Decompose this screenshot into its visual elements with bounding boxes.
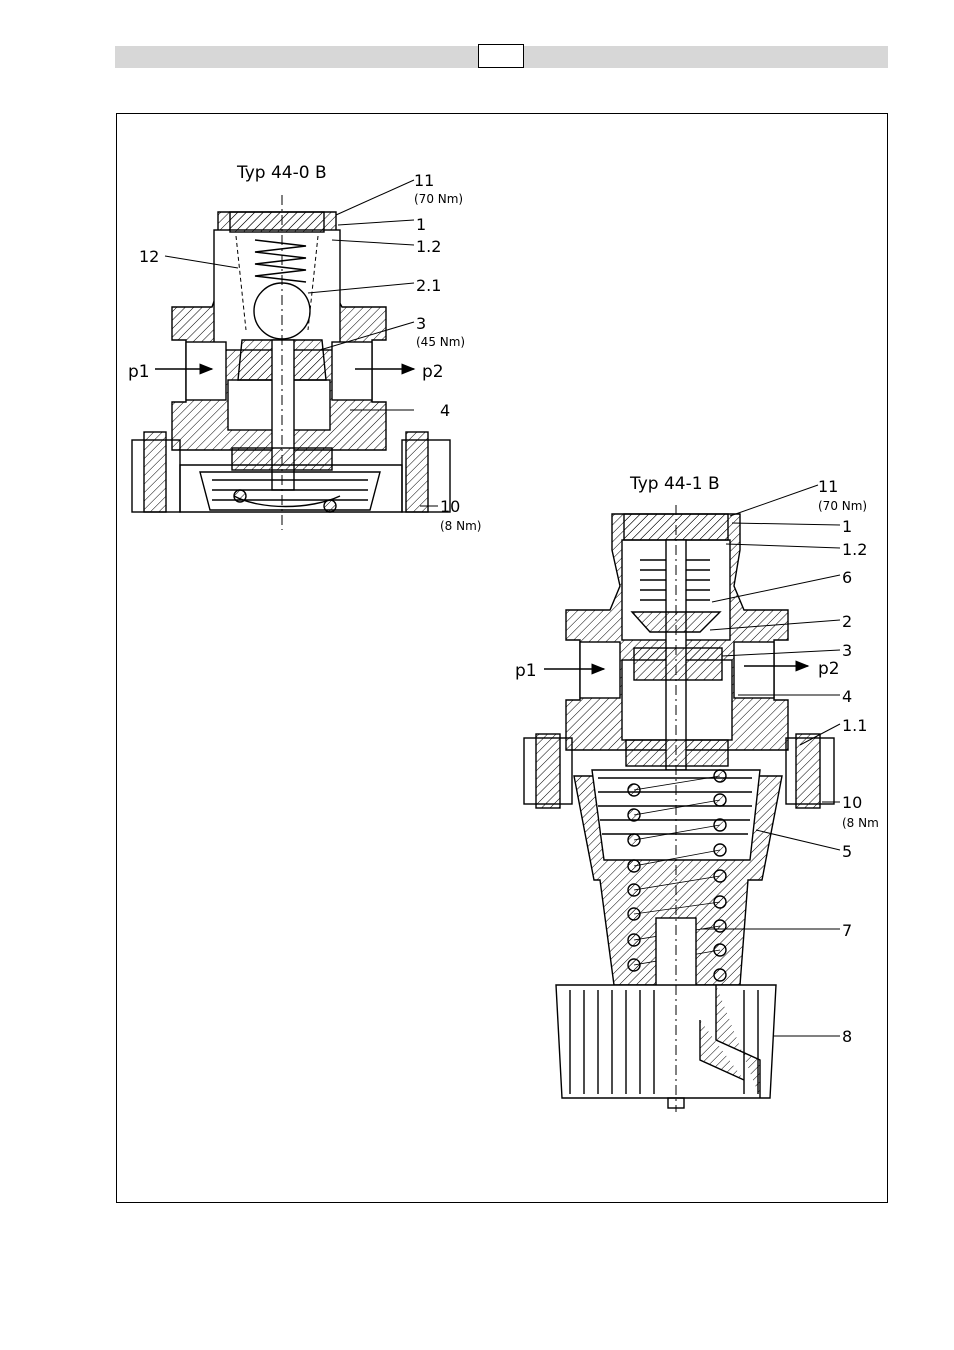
callout-3-torque-a: (45 Nm) xyxy=(416,335,465,349)
callout-1-1-b: 1.1 xyxy=(842,716,867,735)
callout-1-a: 1 xyxy=(416,215,426,234)
callout-11-b: 11 xyxy=(818,477,838,496)
callout-2-1-a: 2.1 xyxy=(416,276,441,295)
callout-11-torque-b: (70 Nm) xyxy=(818,499,867,513)
flow-out-label-b: p2 xyxy=(818,659,840,679)
callout-7-b: 7 xyxy=(842,921,852,940)
callout-1-2-a: 1.2 xyxy=(416,237,441,256)
callout-3-b: 3 xyxy=(842,641,852,660)
flow-out-label-a: p2 xyxy=(422,362,444,382)
callout-2-b: 2 xyxy=(842,612,852,631)
callout-1-2-b: 1.2 xyxy=(842,540,867,559)
callout-5-b: 5 xyxy=(842,842,852,861)
valve-44-1-b-drawing xyxy=(524,505,834,1112)
callout-11-torque-a: (70 Nm) xyxy=(414,192,463,206)
callout-10-a: 10 xyxy=(440,497,460,516)
callout-10-b: 10 xyxy=(842,793,862,812)
callout-1-b: 1 xyxy=(842,517,852,536)
callout-10-torque-b: (8 Nm xyxy=(842,816,879,830)
title-typ-44-0-b: Typ 44-0 B xyxy=(236,163,327,183)
callout-6-b: 6 xyxy=(842,568,852,587)
callout-4-a: 4 xyxy=(440,401,450,420)
callout-10-torque-a: (8 Nm) xyxy=(440,519,481,533)
title-typ-44-1-b: Typ 44-1 B xyxy=(629,474,720,494)
callout-12-a: 12 xyxy=(139,247,159,266)
callout-4-b: 4 xyxy=(842,687,852,706)
flow-in-label-a: p1 xyxy=(128,362,150,382)
callout-3-a: 3 xyxy=(416,314,426,333)
callout-8-b: 8 xyxy=(842,1027,852,1046)
callout-11-a: 11 xyxy=(414,171,434,190)
valve-44-0-b-drawing xyxy=(132,195,450,530)
flow-in-label-b: p1 xyxy=(515,661,537,681)
